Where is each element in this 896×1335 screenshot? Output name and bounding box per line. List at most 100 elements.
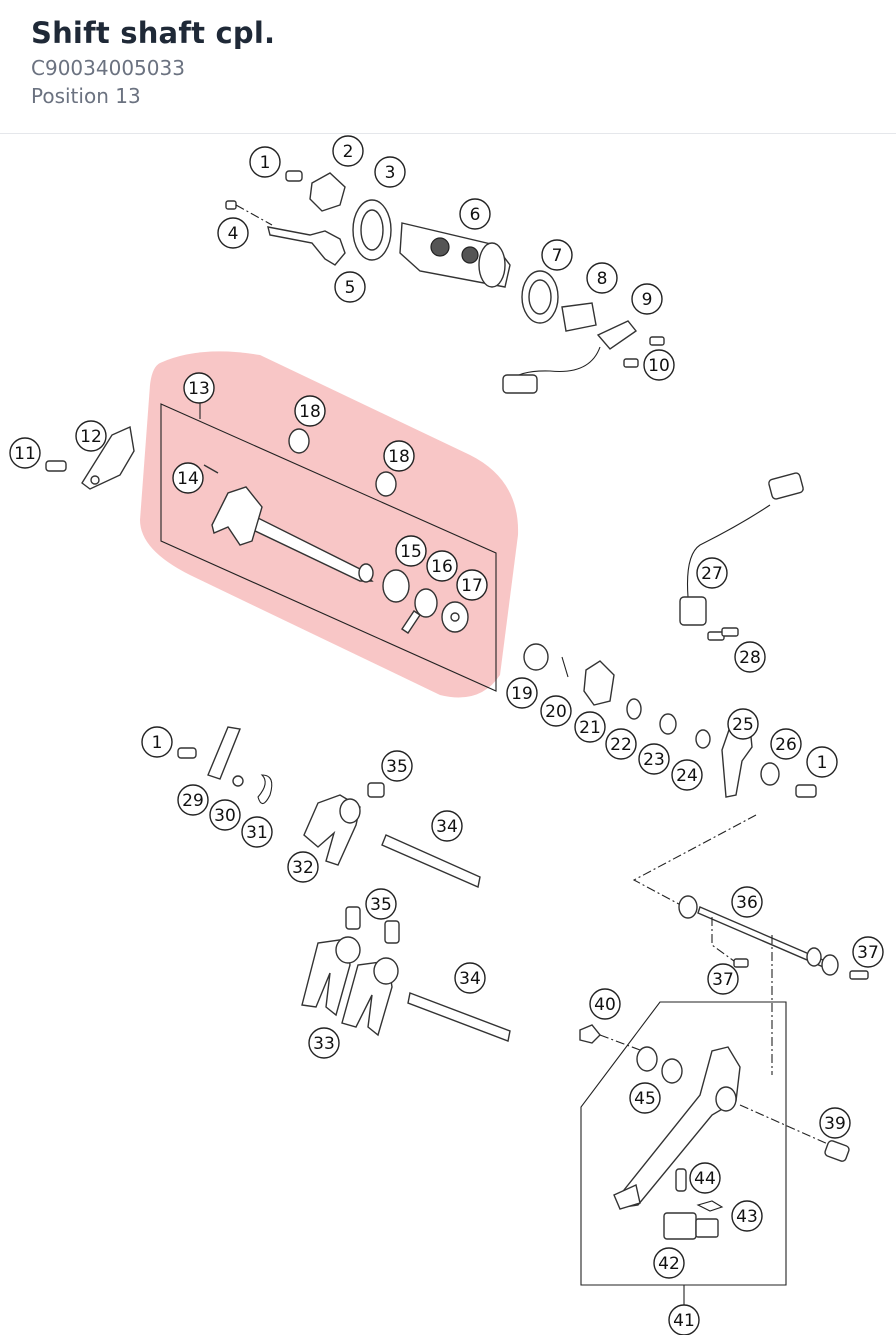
callout-7: 7: [541, 239, 573, 271]
callout-number: 24: [676, 766, 698, 786]
callout-number: 31: [246, 823, 268, 843]
bracket-12-group: [45, 425, 135, 490]
callout-30: 30: [209, 799, 241, 831]
callout-number: 32: [292, 858, 314, 878]
callout-number: 36: [736, 893, 758, 913]
callout-number: 14: [177, 469, 199, 489]
callout-5: 5: [334, 271, 366, 303]
callout-number: 21: [579, 718, 601, 738]
callout-number: 35: [370, 895, 392, 915]
position-label: Position 13: [31, 84, 141, 108]
callout-number: 26: [775, 735, 797, 755]
shift-shaft-13: [203, 428, 469, 634]
callout-number: 28: [739, 648, 761, 668]
callout-29: 29: [177, 784, 209, 816]
callout-1: 1: [249, 146, 281, 178]
callout-37: 37: [707, 963, 739, 995]
callout-number: 41: [673, 1311, 695, 1331]
callout-44: 44: [689, 1162, 721, 1194]
callout-number: 1: [152, 733, 163, 753]
callout-33: 33: [308, 1027, 340, 1059]
callout-labels: 1234567891011121318181415161727281920212…: [9, 135, 884, 1335]
foot-lever-group: [579, 1024, 850, 1240]
callout-27: 27: [696, 557, 728, 589]
callout-number: 37: [712, 970, 734, 990]
callout-number: 40: [594, 995, 616, 1015]
callout-number: 27: [701, 564, 723, 584]
assembly-41-box: [580, 1001, 787, 1305]
callout-23: 23: [638, 743, 670, 775]
callout-34: 34: [431, 810, 463, 842]
callout-20: 20: [540, 695, 572, 727]
callout-number: 17: [461, 576, 483, 596]
callout-42: 42: [653, 1247, 685, 1279]
forks-and-rods: [301, 782, 511, 1042]
callout-number: 10: [648, 356, 670, 376]
callout-1: 1: [806, 746, 838, 778]
linkage-36-37: [632, 814, 869, 1075]
callout-28: 28: [734, 641, 766, 673]
callout-number: 16: [431, 557, 453, 577]
callout-35: 35: [365, 888, 397, 920]
callout-45: 45: [629, 1082, 661, 1114]
callout-number: 43: [736, 1207, 758, 1227]
callout-6: 6: [459, 198, 491, 230]
callout-number: 11: [14, 444, 36, 464]
callout-14: 14: [172, 462, 204, 494]
callout-3: 3: [374, 156, 406, 188]
callout-39: 39: [819, 1107, 851, 1139]
callout-21: 21: [574, 711, 606, 743]
callout-18: 18: [383, 440, 415, 472]
callout-number: 18: [299, 402, 321, 422]
callout-22: 22: [605, 728, 637, 760]
callout-number: 34: [459, 969, 481, 989]
callout-8: 8: [586, 262, 618, 294]
callout-31: 31: [241, 816, 273, 848]
callout-number: 39: [824, 1114, 846, 1134]
shift-drum-group: [225, 170, 665, 394]
exploded-diagram: 1234567891011121318181415161727281920212…: [9, 135, 884, 1335]
callout-15: 15: [395, 535, 427, 567]
callout-number: 5: [345, 278, 356, 298]
callout-number: 3: [385, 163, 396, 183]
callout-9: 9: [631, 283, 663, 315]
callout-12: 12: [75, 420, 107, 452]
page-title: Shift shaft cpl.: [31, 16, 276, 50]
callout-10: 10: [643, 349, 675, 381]
callout-number: 42: [658, 1254, 680, 1274]
callout-25: 25: [727, 708, 759, 740]
callout-number: 45: [634, 1089, 656, 1109]
callout-34: 34: [454, 962, 486, 994]
parts-29-31: [177, 726, 273, 805]
callout-number: 1: [817, 753, 828, 773]
header: Shift shaft cpl. C90034005033 Position 1…: [0, 0, 896, 134]
callout-number: 35: [386, 757, 408, 777]
callout-43: 43: [731, 1200, 763, 1232]
callout-number: 1: [260, 153, 271, 173]
callout-number: 37: [857, 943, 879, 963]
callout-number: 20: [545, 702, 567, 722]
callout-2: 2: [332, 135, 364, 167]
callout-number: 29: [182, 791, 204, 811]
callout-1: 1: [141, 726, 173, 758]
callout-number: 33: [313, 1034, 335, 1054]
callout-4: 4: [217, 217, 249, 249]
callout-17: 17: [456, 569, 488, 601]
assembly-13-box: [160, 401, 497, 692]
callout-number: 18: [388, 447, 410, 467]
callout-24: 24: [671, 759, 703, 791]
callout-number: 23: [643, 750, 665, 770]
callout-number: 13: [188, 379, 210, 399]
callout-13: 13: [183, 372, 215, 404]
callout-37: 37: [852, 936, 884, 968]
part-number: C90034005033: [31, 56, 185, 80]
callout-11: 11: [9, 437, 41, 469]
callout-36: 36: [731, 886, 763, 918]
callout-number: 4: [228, 224, 239, 244]
callout-number: 30: [214, 806, 236, 826]
callout-35: 35: [381, 750, 413, 782]
callout-26: 26: [770, 728, 802, 760]
callout-number: 12: [80, 427, 102, 447]
callout-number: 7: [552, 246, 563, 266]
callout-number: 44: [694, 1169, 716, 1189]
